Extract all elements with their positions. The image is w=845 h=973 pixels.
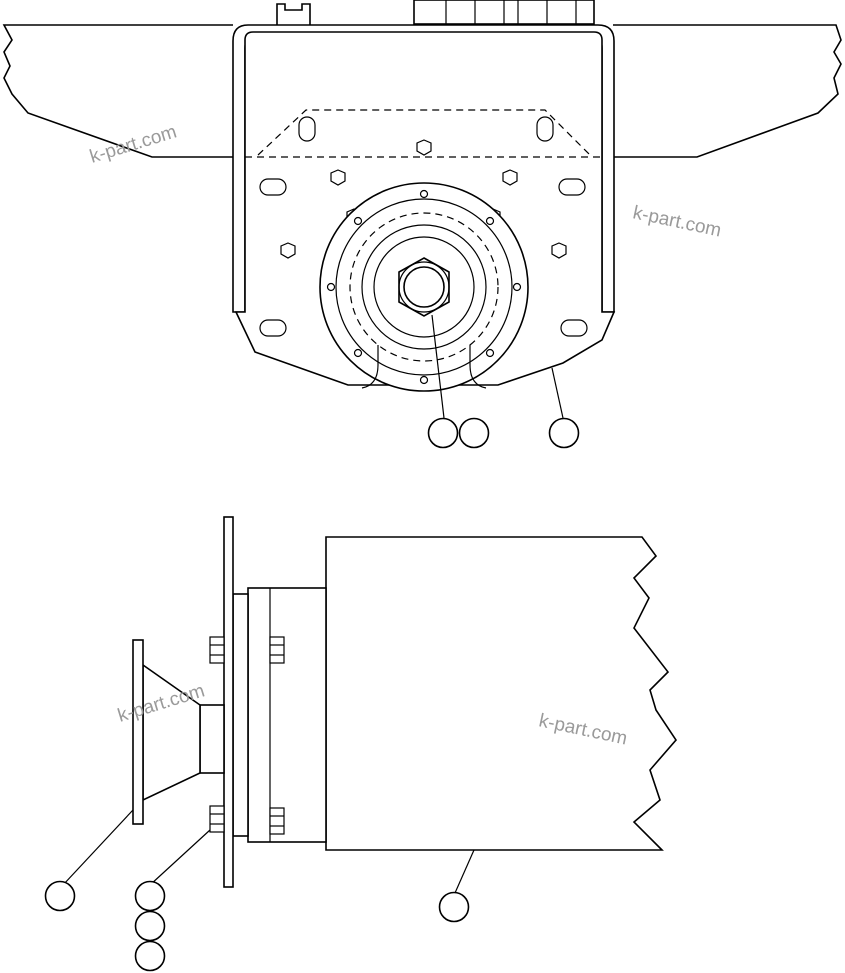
watermark: k-part.com: [631, 202, 723, 241]
callout-balloon: [134, 910, 166, 942]
flange-ring: [335, 198, 513, 376]
top-hook-fitting: [276, 3, 311, 25]
callout-balloon: [44, 880, 76, 912]
hub-inner-ring: [373, 236, 475, 338]
top-connector-block: [413, 0, 595, 25]
watermark: k-part.com: [87, 121, 179, 167]
callout-balloon: [458, 417, 490, 449]
callout-balloon: [427, 417, 459, 449]
left-frame-beam: [2, 24, 233, 158]
adapter-bolt: [269, 807, 285, 835]
callout-balloon: [438, 891, 470, 923]
leader-line: [62, 809, 134, 886]
adapter-housing: [247, 587, 327, 843]
coupling-flange: [132, 639, 144, 825]
hex-bolt: [416, 139, 432, 156]
slot-hole: [259, 319, 287, 337]
adapter-bolt: [269, 636, 285, 664]
shaft: [403, 266, 445, 308]
leader-line: [431, 314, 445, 419]
slot-hole: [560, 319, 588, 337]
callout-balloon: [134, 940, 166, 972]
slot-hole: [558, 178, 586, 196]
hex-bolt: [502, 169, 518, 186]
shaft-nut: [398, 257, 450, 317]
flange-bolt-holes: [326, 189, 522, 385]
plate-bolt: [209, 636, 225, 664]
slot-hole: [259, 178, 287, 196]
hex-bolt: [330, 169, 346, 186]
callout-balloon: [548, 417, 580, 449]
side-view: [44, 516, 678, 972]
coupling-hub: [199, 704, 225, 774]
leader-line: [149, 829, 211, 886]
hex-bolt: [551, 242, 567, 259]
right-frame-beam: [613, 24, 842, 158]
hidden-bracket: [257, 109, 591, 156]
mounting-plate-side: [223, 516, 234, 888]
leader-line: [454, 849, 475, 894]
hub-ring: [361, 224, 487, 350]
flange-hidden-ring: [349, 212, 499, 362]
lower-bracket-curve: [361, 345, 379, 389]
callout-balloon: [134, 880, 166, 912]
motor-body: [325, 536, 678, 851]
slot-hole: [298, 116, 316, 142]
adapter-spacer: [232, 593, 249, 837]
leader-line: [551, 367, 564, 419]
slot-hole: [536, 116, 554, 142]
hex-bolt: [280, 242, 296, 259]
plate-bolt: [209, 805, 225, 833]
shaft-washer: [398, 261, 450, 313]
top-view: [2, 0, 842, 449]
lower-bracket-curve: [469, 345, 487, 389]
